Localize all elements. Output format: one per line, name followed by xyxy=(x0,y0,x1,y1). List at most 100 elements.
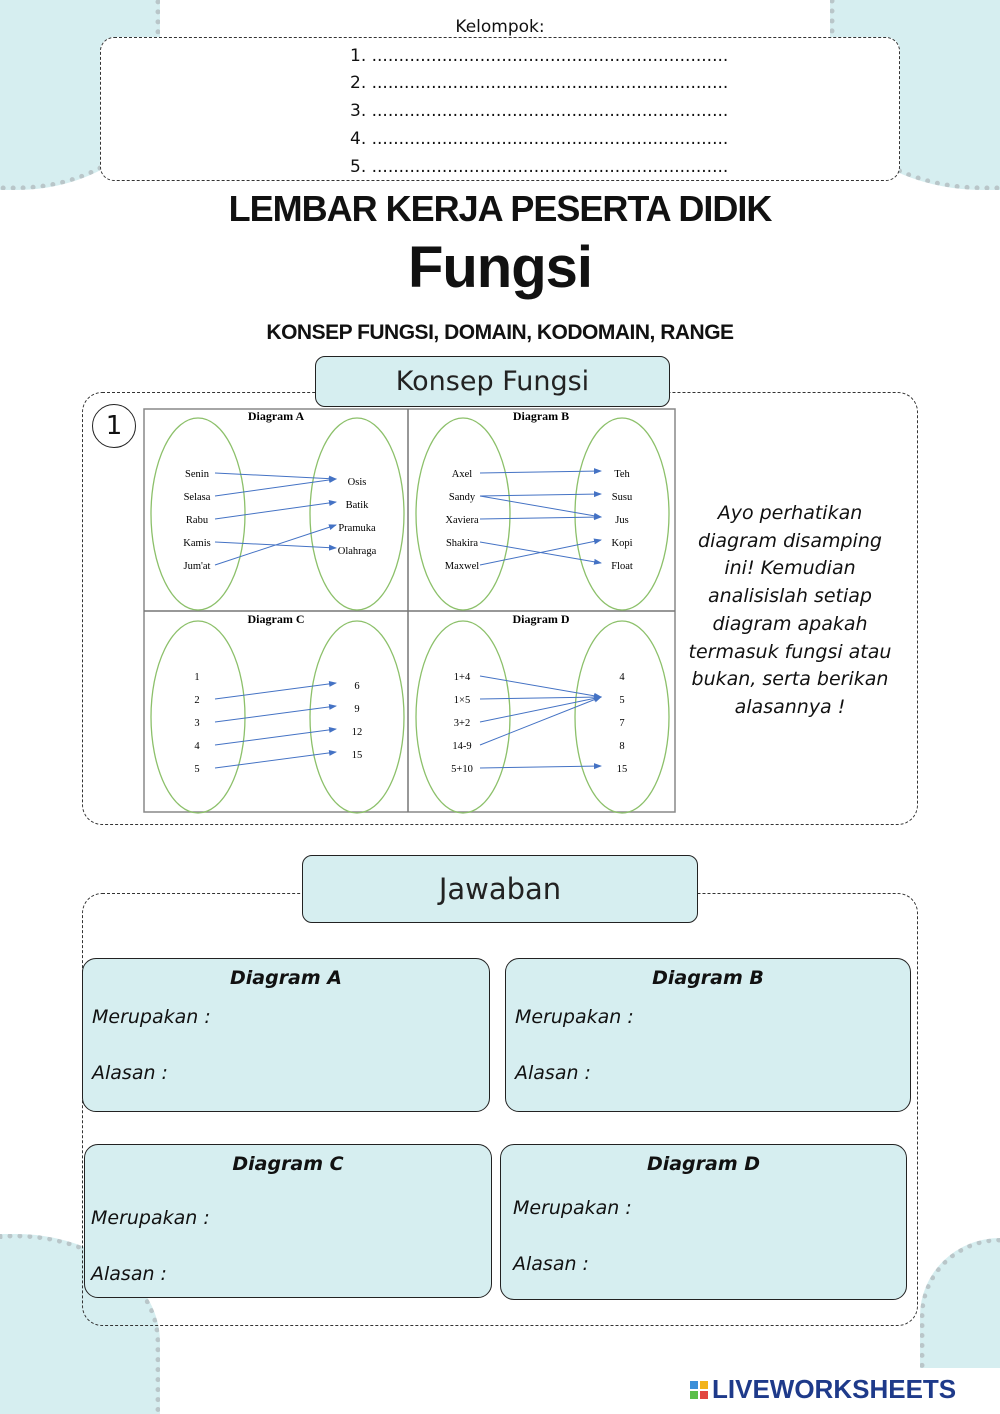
member-line[interactable]: 5. .....................................… xyxy=(350,157,729,177)
domain-ellipse xyxy=(150,417,246,611)
domain-item: Axel xyxy=(452,469,472,480)
merupakan-label: Merupakan : xyxy=(515,1006,634,1028)
answer-title: Diagram C xyxy=(232,1153,344,1175)
merupakan-label: Merupakan : xyxy=(91,1207,210,1229)
codomain-item: Pramuka xyxy=(338,523,376,534)
codomain-item: Teh xyxy=(614,469,630,480)
domain-item: Shakira xyxy=(446,538,478,549)
answer-card-c[interactable]: Diagram C Merupakan : Alasan : xyxy=(84,1144,492,1298)
group-label: Kelompok: xyxy=(455,17,545,37)
instruction-text: Ayo perhatikan diagram disamping ini! Ke… xyxy=(688,502,892,718)
member-line[interactable]: 4. .....................................… xyxy=(350,129,729,149)
domain-item: 2 xyxy=(194,695,199,706)
liveworksheets-logo: LIVEWORKSHEETS xyxy=(690,1374,990,1405)
diagram-title: Diagram C xyxy=(248,612,305,626)
member-line[interactable]: 2. .....................................… xyxy=(350,73,729,93)
answer-card-d[interactable]: Diagram D Merupakan : Alasan : xyxy=(500,1144,907,1300)
domain-item: 4 xyxy=(194,741,200,752)
codomain-ellipse xyxy=(574,620,670,814)
codomain-item: Olahraga xyxy=(338,546,377,557)
merupakan-label: Merupakan : xyxy=(92,1006,211,1028)
mapping-arrow xyxy=(214,500,337,520)
alasan-label: Alasan : xyxy=(91,1263,167,1285)
mapping-arrow xyxy=(214,680,337,700)
codomain-item: Kopi xyxy=(612,538,633,549)
mapping-arrow xyxy=(479,695,602,723)
domain-item: 3+2 xyxy=(454,718,470,729)
mapping-arrow xyxy=(479,514,602,521)
group-box xyxy=(100,37,900,181)
domain-ellipse xyxy=(150,620,246,814)
codomain-item: Float xyxy=(611,561,633,572)
domain-item: 14-9 xyxy=(452,741,471,752)
mapping-arrow xyxy=(214,477,337,497)
codomain-item: Batik xyxy=(346,500,369,511)
codomain-item: Susu xyxy=(612,492,633,503)
mapping-arrow xyxy=(479,495,602,519)
mapping-arrow xyxy=(479,538,602,566)
member-line[interactable]: 1. .....................................… xyxy=(350,46,729,66)
diagram-title: Diagram D xyxy=(513,612,570,626)
answer-card-a[interactable]: Diagram A Merupakan : Alasan : xyxy=(82,958,490,1112)
domain-item: Senin xyxy=(185,469,210,480)
member-line[interactable]: 3. .....................................… xyxy=(350,101,729,121)
domain-item: Xaviera xyxy=(445,515,479,526)
alasan-label: Alasan : xyxy=(515,1062,591,1084)
corner-decoration xyxy=(920,1238,1000,1368)
page-title: LEMBAR KERJA PESERTA DIDIK xyxy=(228,188,773,229)
codomain-ellipse xyxy=(309,620,405,814)
domain-ellipse xyxy=(415,620,511,814)
codomain-item: 4 xyxy=(619,672,625,683)
codomain-item: Osis xyxy=(348,477,367,488)
answer-title: Diagram D xyxy=(646,1153,761,1175)
codomain-ellipse xyxy=(574,417,670,611)
logo-icon xyxy=(690,1380,708,1399)
mapping-arrow xyxy=(479,675,602,699)
codomain-item: 6 xyxy=(354,681,359,692)
codomain-item: 8 xyxy=(619,741,624,752)
domain-item: 5 xyxy=(194,764,199,775)
codomain-item: 15 xyxy=(352,750,363,761)
mapping-arrow xyxy=(479,491,602,498)
mapping-arrow xyxy=(214,749,337,769)
domain-item: 5+10 xyxy=(451,764,473,775)
question-number: 1 xyxy=(92,404,136,448)
domain-item: Selasa xyxy=(184,492,211,503)
alasan-label: Alasan : xyxy=(92,1062,168,1084)
answer-tab: Jawaban xyxy=(302,855,698,923)
topic-title: Fungsi xyxy=(407,235,593,300)
domain-item: Jum'at xyxy=(184,561,211,572)
concept-tab: Konsep Fungsi xyxy=(315,356,670,407)
codomain-item: 12 xyxy=(352,727,363,738)
mapping-arrow xyxy=(479,468,602,475)
domain-item: 1 xyxy=(194,672,199,683)
codomain-item: Jus xyxy=(615,515,628,526)
diagram-figure: Diagram ASeninSelasaRabuKamisJum'atOsisB… xyxy=(143,408,676,814)
codomain-item: 9 xyxy=(354,704,359,715)
mapping-arrow xyxy=(214,703,337,723)
codomain-item: 7 xyxy=(619,718,624,729)
mapping-arrow xyxy=(479,694,602,701)
domain-item: 1×5 xyxy=(454,695,470,706)
domain-item: 1+4 xyxy=(454,672,471,683)
mapping-arrow xyxy=(479,763,602,770)
mapping-arrow xyxy=(479,696,602,746)
mapping-arrow xyxy=(214,726,337,746)
domain-item: Sandy xyxy=(449,492,476,503)
subtitle: KONSEP FUNGSI, DOMAIN, KODOMAIN, RANGE xyxy=(266,321,734,344)
mapping-arrow xyxy=(214,472,337,482)
domain-item: Rabu xyxy=(186,515,209,526)
codomain-item: 5 xyxy=(619,695,624,706)
mapping-arrow xyxy=(214,524,337,566)
domain-item: Kamis xyxy=(183,538,210,549)
logo-text: LIVEWORKSHEETS xyxy=(712,1374,957,1404)
answer-card-b[interactable]: Diagram B Merupakan : Alasan : xyxy=(505,958,911,1112)
domain-item: Maxwel xyxy=(445,561,479,572)
codomain-ellipse xyxy=(309,417,405,611)
merupakan-label: Merupakan : xyxy=(513,1197,632,1219)
domain-ellipse xyxy=(415,417,511,611)
answer-title: Diagram B xyxy=(652,967,764,989)
domain-item: 3 xyxy=(194,718,199,729)
answer-title: Diagram A xyxy=(229,967,342,989)
alasan-label: Alasan : xyxy=(513,1253,589,1275)
